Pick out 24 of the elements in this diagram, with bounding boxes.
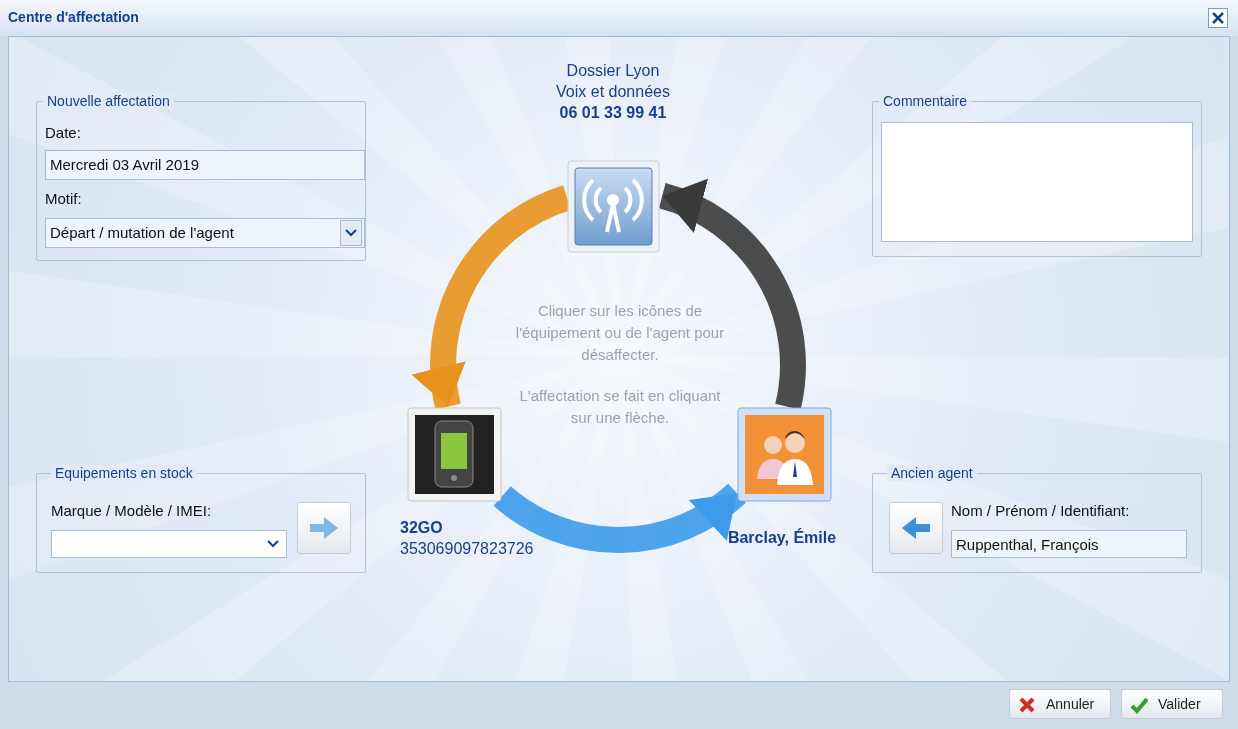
panel-heading: Commentaire xyxy=(879,93,972,109)
curved-arrow xyxy=(658,181,806,410)
instruction-text: Cliquer sur les icônes de l'équipement ou de l'agent pour désaffecter. xyxy=(515,301,725,365)
field-label: Nom / Prénom / Identifiant: xyxy=(951,502,1130,519)
cancel-button: Annuler xyxy=(1009,689,1111,719)
instruction-text: L'affectation se fait en cliquant sur une flèche. xyxy=(518,386,722,428)
node-title: 32GO xyxy=(400,518,444,538)
dialog-title: Centre d'affectation xyxy=(8,9,139,25)
node-title: 06 01 33 99 41 xyxy=(558,103,668,123)
panel-heading: Equipements en stock xyxy=(51,465,197,481)
input-field: Ruppenthal, François xyxy=(951,530,1187,558)
validate-button: Valider xyxy=(1121,689,1223,719)
panel-heading: Nouvelle affectation xyxy=(43,93,174,109)
node-title: Barclay, Émile xyxy=(726,527,838,548)
node-text: Voix et données xyxy=(555,82,671,102)
node-text: Dossier Lyon xyxy=(565,61,661,81)
field-label: Motif: xyxy=(45,190,82,207)
input-field: Mercredi 03 Avril 2019 xyxy=(45,150,365,180)
field-label: Date: xyxy=(45,124,81,141)
node-text: 353069097823726 xyxy=(400,539,535,559)
dropdown-field: Départ / mutation de l'agent xyxy=(45,218,365,248)
field-label: Marque / Modèle / IMEI: xyxy=(51,502,212,519)
curved-arrow xyxy=(494,483,746,553)
panel-heading: Ancien agent xyxy=(887,465,977,481)
